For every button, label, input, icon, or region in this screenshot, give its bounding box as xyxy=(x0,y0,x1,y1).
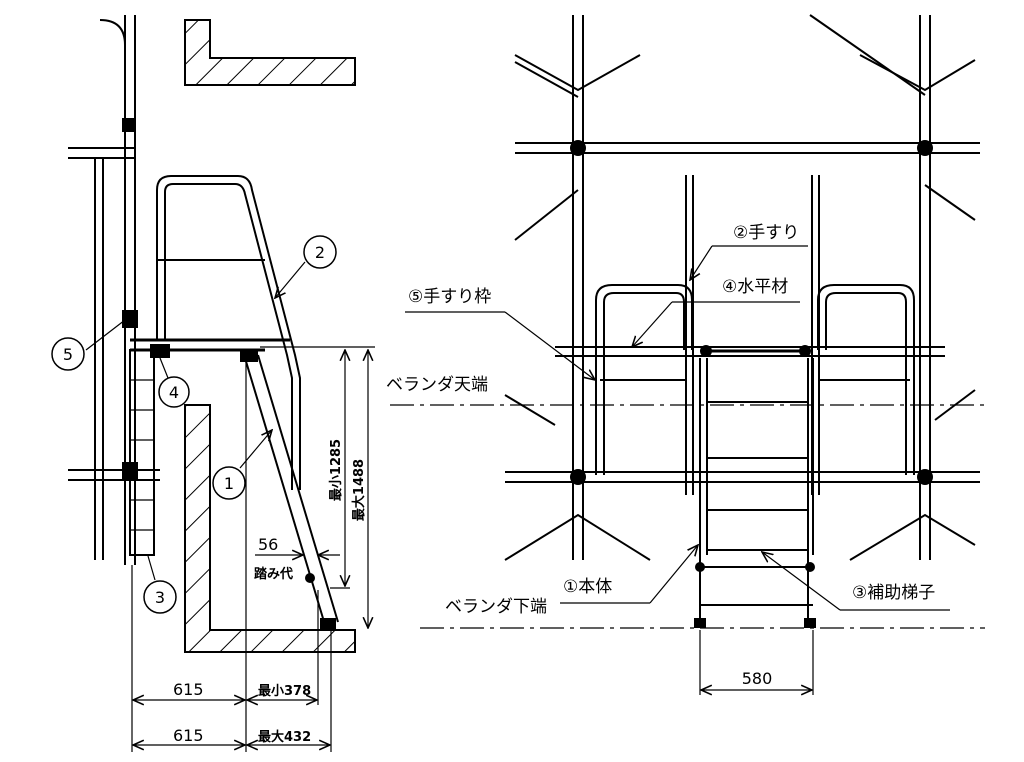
side-view: 最小1285 最大1488 56 踏み代 615 615 最小378 最大432… xyxy=(51,15,375,752)
wall-upper xyxy=(184,19,356,86)
horizontal-member xyxy=(555,345,945,357)
label-handrail: ②手すり xyxy=(690,223,808,280)
scaffold-pole xyxy=(68,15,160,565)
ladder-body-front xyxy=(694,358,816,628)
callout-2: 2 xyxy=(275,235,337,298)
handrail-frames xyxy=(595,284,915,475)
callout-3-number: 3 xyxy=(155,588,165,607)
front-view: ②手すり ④水平材 ⑤手すり枠 ベランダ天端 ベランダ下端 ①本体 ③補助梯子 xyxy=(386,14,985,695)
label-handrail-text: ②手すり xyxy=(733,223,799,243)
scaffold-frame xyxy=(504,14,980,561)
dim-615-top: 615 xyxy=(173,680,204,699)
callout-1: 1 xyxy=(212,430,272,500)
ladder-body-side xyxy=(240,350,339,630)
label-body-text: ①本体 xyxy=(563,577,612,597)
label-horizontal-member: ④水平材 xyxy=(632,277,800,347)
callout-4-number: 4 xyxy=(169,383,179,402)
dim-max-height: 最大1488 xyxy=(351,459,367,521)
label-aux-ladder: ③補助梯子 xyxy=(762,552,950,611)
dim-max-depth: 最大432 xyxy=(258,729,311,745)
dim-615-bottom: 615 xyxy=(173,726,204,745)
dimension-width: 580 xyxy=(699,630,814,695)
aux-ladder-side xyxy=(129,349,155,556)
dim-tread: 56 xyxy=(258,535,278,554)
label-handrail-frame: ⑤手すり枠 xyxy=(405,287,595,380)
label-horizontal-member-text: ④水平材 xyxy=(722,277,788,297)
callout-3: 3 xyxy=(143,555,177,614)
label-aux-ladder-text: ③補助梯子 xyxy=(852,583,935,603)
callout-4: 4 xyxy=(158,357,190,408)
callout-2-number: 2 xyxy=(315,243,325,262)
dim-min-height: 最小1285 xyxy=(329,439,344,501)
callout-1-number: 1 xyxy=(224,474,234,493)
label-body: ①本体 xyxy=(560,545,698,604)
label-veranda-top: ベランダ天端 xyxy=(386,375,488,395)
dim-min-depth: 最小378 xyxy=(258,684,311,699)
label-veranda-bottom: ベランダ下端 xyxy=(445,597,547,617)
callout-5-number: 5 xyxy=(63,345,73,364)
tread-label: 踏み代 xyxy=(254,566,293,582)
wall-lower xyxy=(184,404,356,653)
callout-5: 5 xyxy=(51,319,126,371)
dim-width-text: 580 xyxy=(742,669,773,688)
label-handrail-frame-text: ⑤手すり枠 xyxy=(408,287,491,307)
dimensions-side: 最小1285 最大1488 56 踏み代 615 615 最小378 最大432 xyxy=(131,346,375,752)
